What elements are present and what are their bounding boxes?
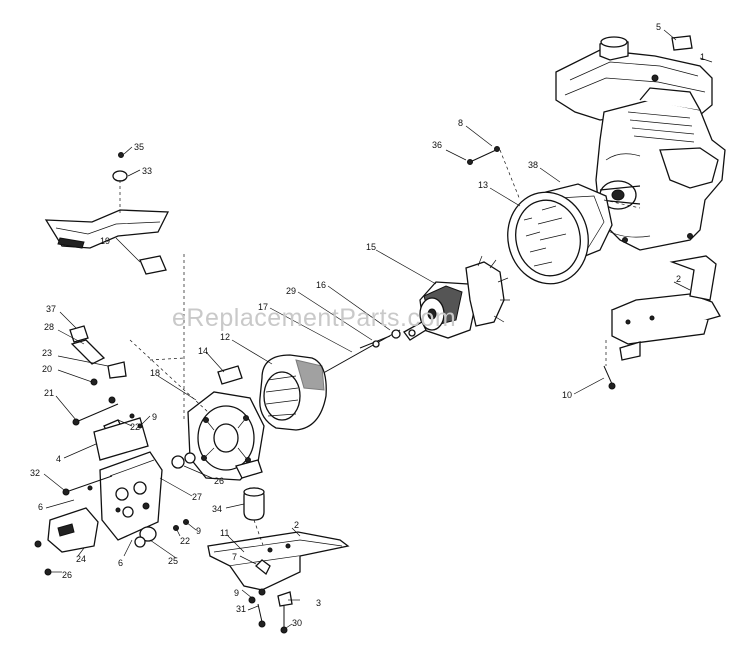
callout-31: 31 bbox=[236, 604, 246, 614]
callout-9-upper: 9 bbox=[152, 412, 157, 422]
callout-6-upper: 6 bbox=[38, 502, 43, 512]
callout-26-lower: 26 bbox=[62, 570, 72, 580]
callout-21: 21 bbox=[44, 388, 54, 398]
starter-motor bbox=[403, 255, 510, 341]
bushings bbox=[134, 452, 196, 548]
callout-8: 8 bbox=[458, 118, 463, 128]
callout-9-lower: 9 bbox=[234, 588, 239, 598]
callout-27: 27 bbox=[192, 492, 202, 502]
engine bbox=[555, 36, 726, 251]
callout-6-lower: 6 bbox=[118, 558, 123, 568]
callout-9-mid: 9 bbox=[196, 526, 201, 536]
callout-29: 29 bbox=[286, 286, 296, 296]
circuit-breaker bbox=[93, 417, 149, 461]
callout-14: 14 bbox=[198, 346, 208, 356]
through-bolts bbox=[314, 329, 401, 380]
callout-17: 17 bbox=[258, 302, 268, 312]
blower-housing bbox=[507, 183, 613, 285]
callout-1: 1 bbox=[700, 52, 705, 62]
callout-37: 37 bbox=[46, 304, 56, 314]
callout-22-lower: 22 bbox=[180, 536, 190, 546]
callout-2-right: 2 bbox=[676, 274, 681, 284]
callout-11: 11 bbox=[220, 528, 229, 538]
callout-28: 28 bbox=[44, 322, 54, 332]
watermark-text: eReplacementParts.com bbox=[172, 304, 456, 332]
callout-30: 30 bbox=[292, 618, 302, 628]
callout-10: 10 bbox=[562, 390, 572, 400]
callout-20: 20 bbox=[42, 364, 52, 374]
feet-bottom bbox=[248, 588, 293, 634]
callout-18: 18 bbox=[150, 368, 160, 378]
callout-38: 38 bbox=[528, 160, 538, 170]
callout-23: 23 bbox=[42, 348, 52, 358]
callout-25: 25 bbox=[168, 556, 178, 566]
callout-7: 7 bbox=[232, 552, 237, 562]
callout-19: 19 bbox=[100, 236, 110, 246]
stator-ring bbox=[259, 354, 327, 431]
base-bracket-bottom bbox=[207, 531, 350, 591]
callout-32: 32 bbox=[30, 468, 40, 478]
callout-33: 33 bbox=[142, 166, 152, 176]
callout-13: 13 bbox=[478, 180, 488, 190]
small-hardware-left bbox=[34, 325, 143, 576]
base-bracket-right bbox=[603, 255, 721, 390]
decal bbox=[671, 35, 693, 51]
callout-2-bottom: 2 bbox=[294, 520, 299, 530]
callout-22-upper: 22 bbox=[130, 422, 140, 432]
callout-15: 15 bbox=[366, 242, 376, 252]
coupling bbox=[243, 487, 265, 521]
callout-16: 16 bbox=[316, 280, 326, 290]
callout-3: 3 bbox=[316, 598, 321, 608]
callout-34: 34 bbox=[212, 504, 222, 514]
callout-labels: 1 5 8 36 38 13 15 16 29 17 12 14 18 2 10… bbox=[30, 22, 705, 628]
receptacle-cover bbox=[47, 507, 99, 553]
callout-35: 35 bbox=[134, 142, 144, 152]
callout-12: 12 bbox=[220, 332, 230, 342]
handle-bracket bbox=[44, 152, 170, 275]
callout-24: 24 bbox=[76, 554, 86, 564]
engine-bolts bbox=[467, 146, 500, 165]
ground-plate bbox=[217, 365, 243, 385]
leader-lines bbox=[43, 29, 713, 629]
callout-36: 36 bbox=[432, 140, 442, 150]
callout-26-mid: 26 bbox=[214, 476, 224, 486]
callout-5: 5 bbox=[656, 22, 661, 32]
callout-4: 4 bbox=[56, 454, 61, 464]
outlet-panel bbox=[99, 451, 163, 541]
end-housing bbox=[187, 391, 265, 481]
